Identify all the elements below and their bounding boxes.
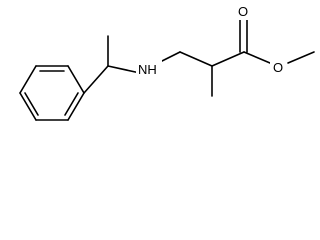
ring-to-benzylic-bond — [83, 65, 109, 94]
ring-bond-2 — [67, 65, 85, 94]
ring-bond-3-inner — [64, 92, 79, 116]
carbonyl-to-ester-oxygen-bond — [243, 51, 271, 64]
ring-bond-5 — [19, 92, 37, 121]
ester-oxygen-label-background — [270, 58, 286, 76]
atom-carbonyl-oxygen: O — [236, 2, 251, 20]
carbonyl-oxygen-label-background — [236, 2, 251, 20]
benzylic-to-nitrogen-bond — [107, 65, 141, 74]
atom-nitrogen: NH — [136, 60, 162, 78]
ester-oxygen-label: O — [273, 60, 283, 75]
ring-bond-6 — [19, 65, 37, 94]
nitrogen-label-background — [136, 60, 162, 78]
ester-oxygen-to-methyl-bond — [287, 51, 315, 64]
molecule-structure: NH O O — [19, 2, 315, 121]
ring-bond-5-inner — [24, 92, 39, 116]
alpha-to-carbonyl-bond — [211, 51, 245, 67]
methylene-to-alpha-carbon-bond — [179, 51, 213, 67]
nitrogen-label: NH — [138, 62, 157, 77]
carbonyl-oxygen-label: O — [238, 4, 248, 19]
carbon-chain — [83, 19, 315, 97]
phenyl-ring — [19, 65, 85, 121]
atom-ester-oxygen: O — [270, 58, 286, 76]
ring-bond-3 — [67, 92, 85, 121]
